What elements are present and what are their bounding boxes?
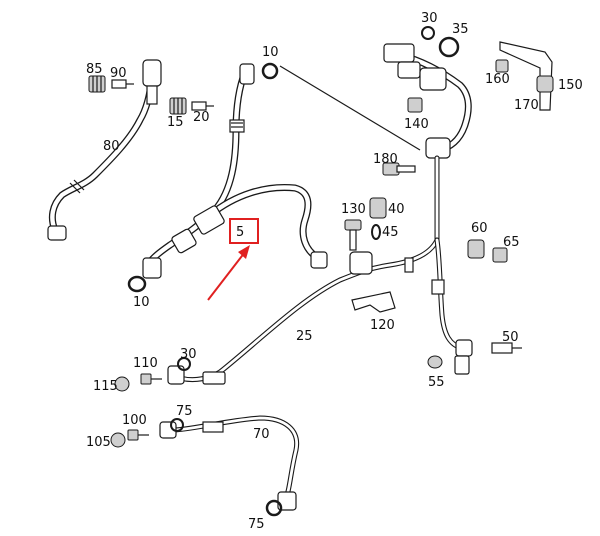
- callout-labels: 30 35 85 90 10 160 150 15 20 170 140 80 …: [86, 11, 583, 532]
- part-10-oring-bottom: [127, 275, 147, 293]
- part-75-washer-top: [170, 418, 184, 432]
- label-170: 170: [514, 98, 539, 113]
- part-75-washer-bottom: [265, 499, 283, 517]
- part-140-nut: [407, 97, 423, 113]
- label-150: 150: [558, 78, 583, 93]
- part-150-bracket: [495, 41, 554, 111]
- highlight-arrow-shaft: [207, 251, 246, 301]
- part-50-bolt: [491, 342, 522, 354]
- label-45: 45: [382, 225, 399, 240]
- part-55-nut: [427, 355, 443, 369]
- part-130-bolt: [344, 219, 362, 251]
- label-20: 20: [193, 110, 210, 125]
- label-5-highlighted: 5: [236, 225, 244, 240]
- part-30-washer-mid: [177, 357, 191, 371]
- label-110: 110: [133, 356, 158, 371]
- label-140: 140: [404, 117, 429, 132]
- part-100-bolt: [127, 429, 149, 441]
- label-15: 15: [167, 115, 184, 130]
- label-10-top: 10: [262, 45, 279, 60]
- label-180: 180: [373, 152, 398, 167]
- label-30-mid: 30: [180, 347, 197, 362]
- label-130: 130: [341, 202, 366, 217]
- part-30-washer-top: [421, 26, 435, 40]
- label-40: 40: [388, 202, 405, 217]
- part-60-clamp: [467, 239, 485, 259]
- label-25: 25: [296, 329, 313, 344]
- label-50: 50: [502, 330, 519, 345]
- label-30-top: 30: [421, 11, 438, 26]
- label-120: 120: [370, 318, 395, 333]
- leader-line: [279, 65, 421, 151]
- label-35: 35: [452, 22, 469, 37]
- label-55: 55: [428, 375, 445, 390]
- part-35-oring: [438, 36, 460, 58]
- part-25-pressure-line: [167, 237, 440, 385]
- part-70-line: [159, 415, 300, 511]
- label-85: 85: [86, 62, 103, 77]
- part-120-bracket: [351, 291, 396, 313]
- label-65: 65: [503, 235, 520, 250]
- label-60: 60: [471, 221, 488, 236]
- label-10-bottom: 10: [133, 295, 150, 310]
- highlight-box: [229, 218, 259, 244]
- label-160: 160: [485, 72, 510, 87]
- part-10-oring-top: [261, 62, 279, 80]
- part-20-valve: [191, 101, 214, 111]
- part-105-nut: [110, 432, 126, 448]
- highlight-arrow-head: [238, 245, 250, 259]
- part-15-nut: [169, 97, 187, 115]
- label-100: 100: [122, 413, 147, 428]
- part-110-bolt: [140, 373, 162, 385]
- label-75-top: 75: [176, 404, 193, 419]
- part-115-nut: [114, 376, 130, 392]
- part-85-nut: [88, 75, 106, 93]
- label-70: 70: [253, 427, 270, 442]
- label-80: 80: [103, 139, 120, 154]
- part-140-line-top: [383, 43, 472, 243]
- part-65-nut: [492, 247, 508, 263]
- part-90-valve: [111, 79, 134, 89]
- label-90: 90: [110, 66, 127, 81]
- label-105: 105: [86, 435, 111, 450]
- part-80-hose: [47, 59, 162, 241]
- highlight-callout: 5: [207, 218, 259, 301]
- part-45-clip: [371, 224, 381, 240]
- label-115: 115: [93, 379, 118, 394]
- part-40-nut: [369, 197, 387, 219]
- part-180-bolt: [382, 162, 416, 176]
- label-75-bottom: 75: [248, 517, 265, 532]
- part-50-branch-line: [431, 237, 473, 375]
- part-5-hose-assembly: [142, 63, 328, 279]
